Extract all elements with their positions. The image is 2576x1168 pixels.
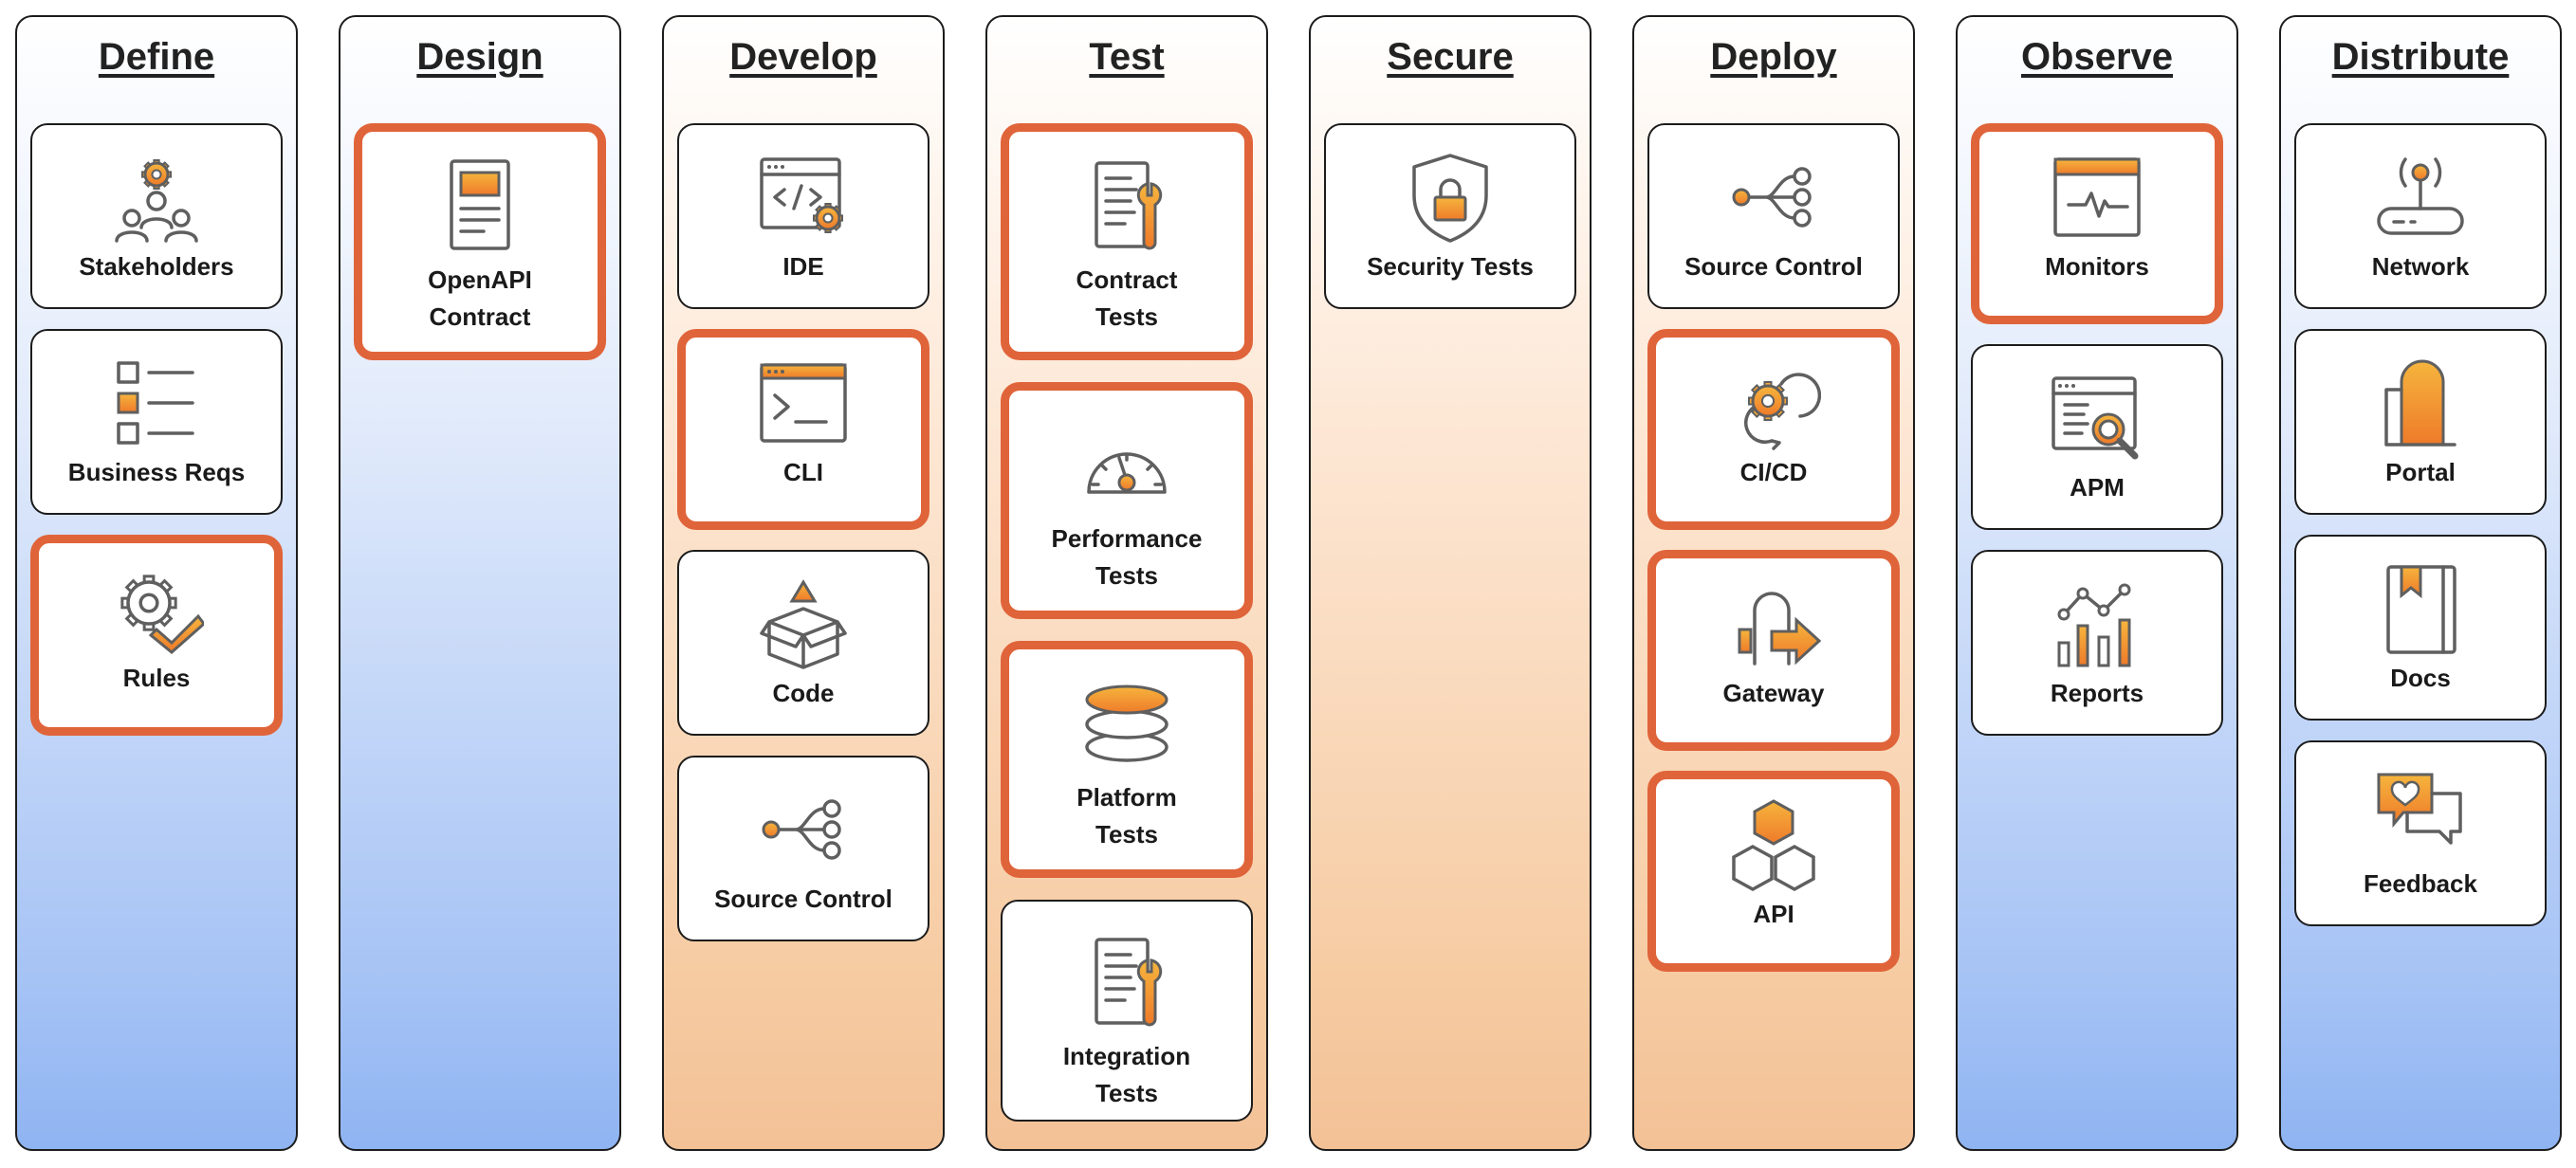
lane-test: Test Contract Tests Performance Tests Pl… xyxy=(985,15,1268,1151)
card-label: Source Control xyxy=(1684,252,1863,281)
card-source-control[interactable]: Source Control xyxy=(677,756,929,941)
lane-observe: Observe Monitors APM Reports xyxy=(1956,15,2238,1151)
card-security-tests[interactable]: Security Tests xyxy=(1324,123,1576,309)
card-platform-tests[interactable]: Platform Tests xyxy=(1001,641,1253,878)
card-cli[interactable]: CLI xyxy=(677,329,929,530)
card-openapi-contract[interactable]: OpenAPI Contract xyxy=(354,123,606,360)
card-business-reqs[interactable]: Business Reqs xyxy=(30,329,283,515)
card-label: Performance Tests xyxy=(1051,524,1203,590)
card-network[interactable]: Network xyxy=(2294,123,2547,309)
apm-icon xyxy=(2052,376,2139,460)
card-label: Stakeholders xyxy=(79,252,234,281)
lane-develop: Develop IDE CLI Code Source Control xyxy=(662,15,945,1151)
document-icon xyxy=(450,159,510,250)
lane-title: Define xyxy=(98,36,215,78)
checklist-icon xyxy=(117,361,194,445)
card-api[interactable]: API xyxy=(1647,771,1900,972)
card-label: Docs xyxy=(2390,664,2451,692)
portal-icon xyxy=(2384,359,2456,447)
card-docs[interactable]: Docs xyxy=(2294,535,2547,721)
card-label: Feedback xyxy=(2364,869,2477,898)
lane-deploy: Deploy Source Control CI/CD Gateway API xyxy=(1632,15,1915,1151)
card-reports[interactable]: Reports xyxy=(1971,550,2223,736)
lane-title: Secure xyxy=(1387,36,1514,78)
lane-title: Distribute xyxy=(2331,36,2510,78)
card-label: Monitors xyxy=(2045,252,2149,281)
card-monitors[interactable]: Monitors xyxy=(1971,123,2223,324)
card-label: Integration Tests xyxy=(1062,1042,1191,1107)
document-wrench-icon xyxy=(1095,161,1163,250)
card-stakeholders[interactable]: Stakeholders xyxy=(30,123,283,309)
card-apm[interactable]: APM xyxy=(1971,344,2223,530)
stack-icon xyxy=(1085,684,1168,762)
router-icon xyxy=(2377,157,2464,235)
lane-title: Develop xyxy=(729,36,877,78)
terminal-icon xyxy=(760,363,847,443)
card-label: Source Control xyxy=(714,885,892,913)
card-performance-tests[interactable]: Performance Tests xyxy=(1001,382,1253,619)
card-label: CI/CD xyxy=(1739,458,1808,486)
card-label: Security Tests xyxy=(1367,252,1534,281)
card-label: OpenAPI Contract xyxy=(428,265,532,331)
card-label: Business Reqs xyxy=(67,458,246,486)
card-label: Reports xyxy=(2050,679,2144,707)
card-label: APM xyxy=(2070,473,2125,502)
card-source-control[interactable]: Source Control xyxy=(1647,123,1900,309)
card-portal[interactable]: Portal xyxy=(2294,329,2547,515)
lane-design: Design OpenAPI Contract xyxy=(339,15,621,1151)
card-label: Code xyxy=(772,679,835,707)
shield-lock-icon xyxy=(1412,154,1488,243)
card-integration-tests[interactable]: Integration Tests xyxy=(1001,900,1253,1122)
reports-icon xyxy=(2057,583,2131,667)
card-label: API xyxy=(1753,900,1794,928)
branch-icon xyxy=(1732,167,1812,228)
card-gateway[interactable]: Gateway xyxy=(1647,550,1900,751)
feedback-icon xyxy=(2377,773,2462,845)
gateway-icon xyxy=(1738,592,1821,666)
gear-check-icon xyxy=(120,575,204,654)
cicd-icon xyxy=(1744,373,1821,450)
card-label: Contract Tests xyxy=(1076,265,1178,331)
lane-title: Test xyxy=(1089,36,1165,78)
box-icon xyxy=(760,579,847,669)
card-label: Gateway xyxy=(1722,679,1825,707)
card-ide[interactable]: IDE xyxy=(677,123,929,309)
gauge-icon xyxy=(1087,452,1167,494)
card-label: Rules xyxy=(122,664,191,692)
card-contract-tests[interactable]: Contract Tests xyxy=(1001,123,1253,360)
stakeholders-icon xyxy=(115,159,198,243)
card-label: Platform Tests xyxy=(1076,783,1177,849)
card-label: Network xyxy=(2371,252,2470,281)
ide-icon xyxy=(760,157,843,233)
lane-title: Design xyxy=(416,36,543,78)
card-rules[interactable]: Rules xyxy=(30,535,283,736)
lane-secure: Secure Security Tests xyxy=(1309,15,1592,1151)
monitor-icon xyxy=(2053,157,2141,237)
document-wrench-icon xyxy=(1095,938,1163,1027)
card-label: CLI xyxy=(783,458,823,486)
lane-title: Deploy xyxy=(1710,36,1837,78)
card-label: IDE xyxy=(782,252,824,281)
card-ci-cd[interactable]: CI/CD xyxy=(1647,329,1900,530)
book-icon xyxy=(2386,565,2456,654)
lane-title: Observe xyxy=(2020,36,2174,78)
card-feedback[interactable]: Feedback xyxy=(2294,740,2547,926)
card-code[interactable]: Code xyxy=(677,550,929,736)
card-label: Portal xyxy=(2385,458,2456,486)
branch-icon xyxy=(762,799,841,860)
hexagons-icon xyxy=(1732,799,1815,891)
